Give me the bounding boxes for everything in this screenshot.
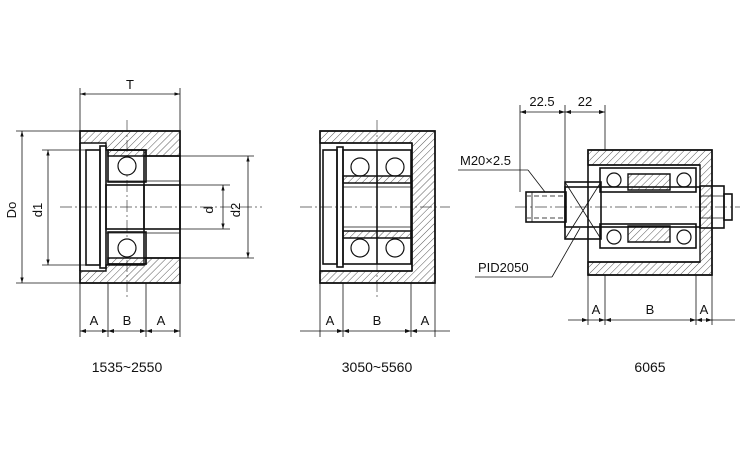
pid-label: PID2050 (478, 260, 529, 275)
dim-A-left: A (592, 302, 601, 317)
dim-d1-label: d1 (30, 203, 45, 217)
caption-view-2: 3050~5560 (342, 359, 413, 375)
dim-22-5: 22.5 (529, 94, 554, 109)
dim-A-right: A (421, 313, 430, 328)
dim-A-right: A (157, 313, 166, 328)
dim-22: 22 (578, 94, 592, 109)
dim-B: B (646, 302, 655, 317)
dim-T-label: T (126, 77, 134, 92)
dim-d2-label: d2 (228, 203, 243, 217)
dim-B: B (373, 313, 382, 328)
dim-A-right: A (700, 302, 709, 317)
dim-A-left: A (326, 313, 335, 328)
view-1535-2550: T Do d1 d d2 A B A 1535~2550 (4, 77, 262, 375)
thread-label: M20×2.5 (460, 153, 511, 168)
dim-d-label: d (201, 206, 216, 213)
view-3050-5560: A B A 3050~5560 (300, 120, 450, 375)
view-6065: 22.5 22 M20×2.5 PID2050 A B A 6065 (458, 94, 740, 375)
caption-view-1: 1535~2550 (92, 359, 163, 375)
dim-Do-label: Do (4, 202, 19, 219)
dim-A-left: A (90, 313, 99, 328)
caption-view-3: 6065 (634, 359, 665, 375)
dim-B: B (123, 313, 132, 328)
